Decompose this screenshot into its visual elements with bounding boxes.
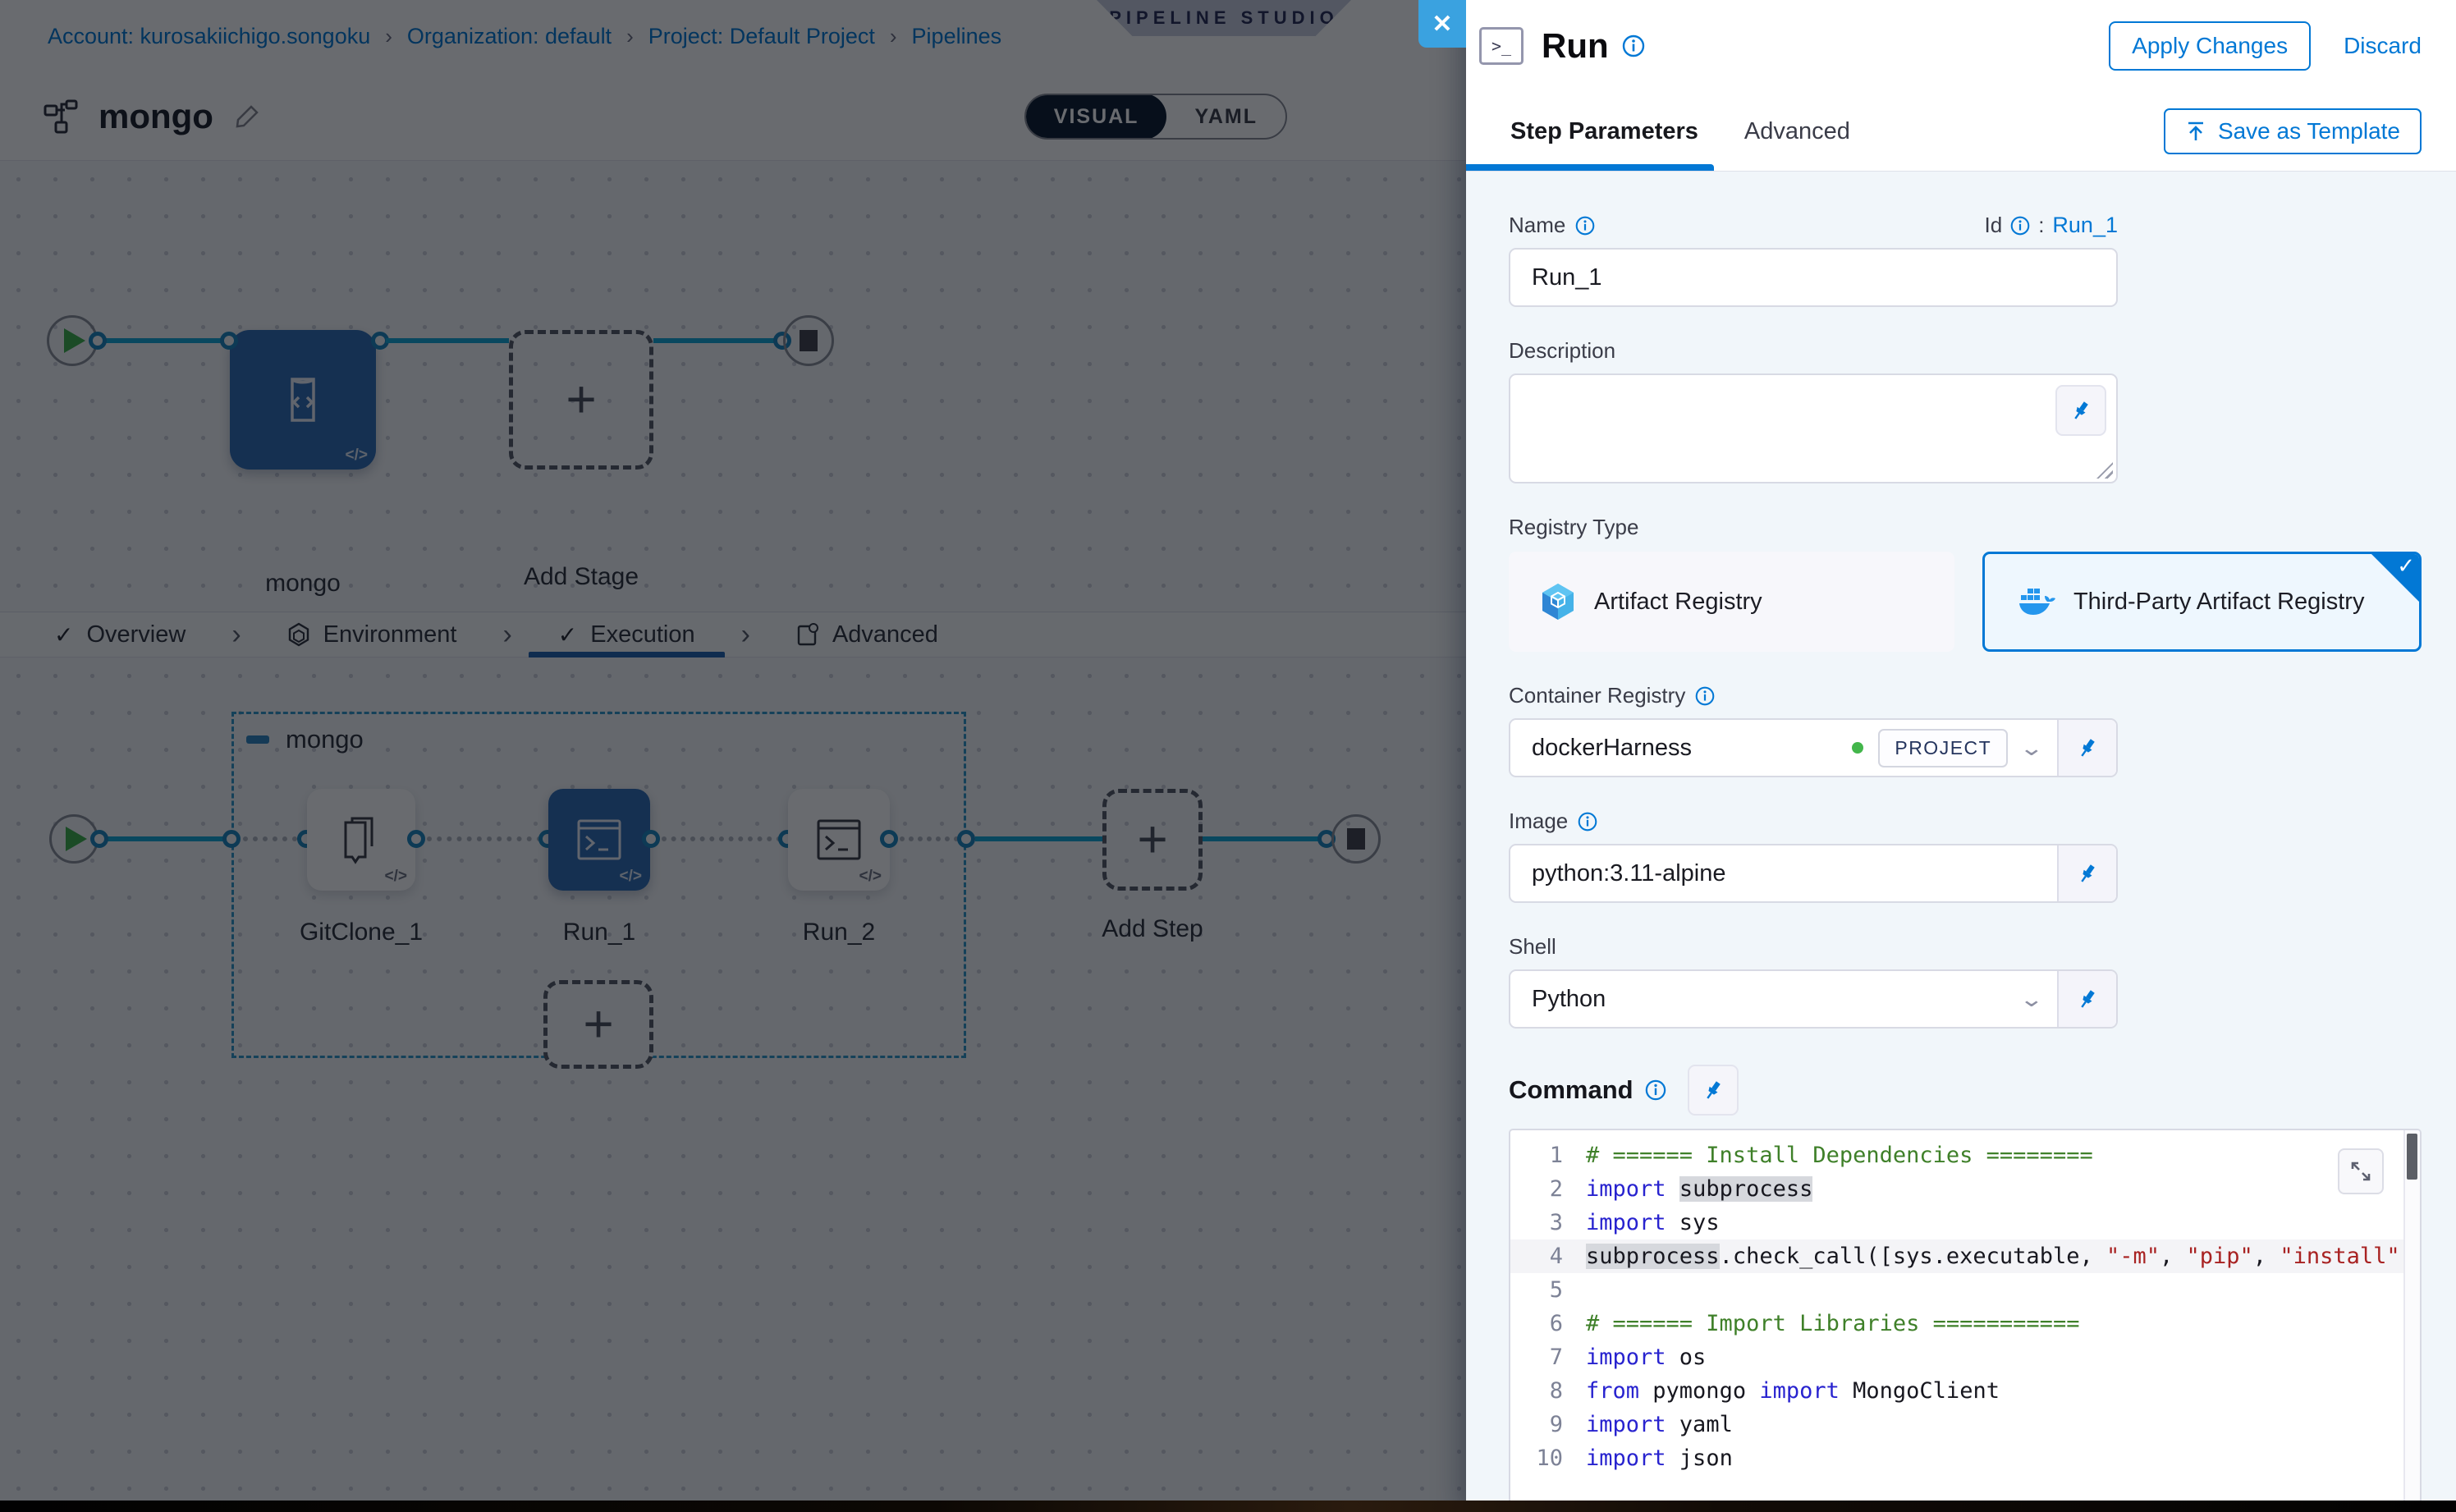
runtime-input-pin-button[interactable]	[2057, 971, 2116, 1027]
container-registry-value: dockerHarness	[1532, 735, 1837, 762]
code-text: import json	[1586, 1446, 2403, 1471]
description-field-wrap	[1509, 373, 2118, 483]
code-line[interactable]: 2import subprocess	[1510, 1172, 2403, 1206]
code-line[interactable]: 3import sys	[1510, 1206, 2403, 1239]
shell-value: Python	[1532, 986, 2008, 1013]
description-label: Description	[1509, 338, 2422, 364]
shell-field: Python ⌄	[1509, 969, 2118, 1029]
code-line[interactable]: 1# ====== Install Dependencies ========	[1510, 1139, 2403, 1172]
code-text: import subprocess	[1586, 1176, 2403, 1202]
line-number: 7	[1510, 1345, 1586, 1370]
registry-type-label: Registry Type	[1509, 515, 2422, 540]
line-number: 1	[1510, 1143, 1586, 1168]
runtime-input-pin-button[interactable]	[2057, 845, 2116, 901]
line-number: 8	[1510, 1378, 1586, 1404]
screen-bottom-edge	[0, 1501, 2456, 1512]
code-text: from pymongo import MongoClient	[1586, 1378, 2403, 1404]
line-number: 9	[1510, 1412, 1586, 1437]
info-icon[interactable]	[1622, 34, 1645, 57]
code-text: # ====== Install Dependencies ========	[1586, 1143, 2403, 1168]
command-label: Command	[1509, 1075, 1666, 1105]
connector-status-dot	[1852, 742, 1863, 754]
chevron-down-icon[interactable]: ⌄	[2019, 987, 2045, 1012]
chevron-down-icon[interactable]: ⌄	[2019, 735, 2045, 761]
image-input[interactable]: python:3.11-alpine	[1510, 845, 2057, 901]
info-icon[interactable]	[1645, 1079, 1666, 1101]
container-registry-field: dockerHarness PROJECT ⌄	[1509, 718, 2118, 777]
expand-editor-button[interactable]	[2338, 1148, 2384, 1194]
scrollbar-thumb[interactable]	[2407, 1134, 2417, 1180]
code-text: # ====== Import Libraries ===========	[1586, 1311, 2403, 1336]
artifact-registry-icon	[1540, 582, 1576, 621]
pin-icon	[2076, 862, 2099, 885]
image-label: Image	[1509, 809, 2422, 834]
code-lines[interactable]: 1# ====== Install Dependencies ========2…	[1510, 1139, 2403, 1503]
line-number: 10	[1510, 1446, 1586, 1471]
docker-icon	[2016, 585, 2055, 618]
line-number: 3	[1510, 1210, 1586, 1235]
code-line[interactable]: 10import json	[1510, 1441, 2403, 1475]
step-id: Id : Run_1	[1985, 213, 2119, 238]
shell-select[interactable]: Python ⌄	[1510, 971, 2057, 1027]
pin-icon	[1702, 1079, 1725, 1102]
line-number: 5	[1510, 1277, 1586, 1303]
step-id-value: Run_1	[2052, 213, 2118, 238]
info-icon[interactable]	[1575, 216, 1595, 236]
name-input[interactable]	[1509, 248, 2118, 307]
run-step-icon: >_	[1479, 27, 1524, 65]
close-drawer-button[interactable]: ✕	[1418, 0, 1466, 48]
description-input[interactable]	[1509, 373, 2118, 483]
registry-type-options: Artifact Registry Third-Party Artifact R…	[1509, 552, 2422, 652]
info-icon[interactable]	[2010, 216, 2030, 236]
editor-scrollbar[interactable]	[2403, 1130, 2420, 1503]
selected-check-badge: ✓	[2369, 552, 2422, 604]
image-value: python:3.11-alpine	[1532, 860, 2041, 887]
drawer-tab-bar: Step Parameters Advanced Save as Templat…	[1466, 92, 2456, 171]
name-label: Name	[1509, 213, 1595, 238]
line-number: 4	[1510, 1244, 1586, 1269]
discard-button[interactable]: Discard	[2344, 33, 2422, 59]
registry-option-artifact[interactable]: Artifact Registry	[1509, 552, 1954, 652]
command-code-editor[interactable]: 1# ====== Install Dependencies ========2…	[1509, 1129, 2422, 1505]
info-icon[interactable]	[1695, 686, 1715, 706]
step-config-drawer: >_ Run Apply Changes Discard Step Parame…	[1466, 0, 2456, 1512]
line-number: 6	[1510, 1311, 1586, 1336]
info-icon[interactable]	[1578, 812, 1597, 832]
image-field: python:3.11-alpine	[1509, 844, 2118, 903]
tab-step-parameters[interactable]: Step Parameters	[1510, 118, 1698, 145]
code-line[interactable]: 6# ====== Import Libraries ===========	[1510, 1307, 2403, 1340]
active-tab-underline	[1466, 164, 1714, 171]
pin-icon	[2076, 736, 2099, 759]
pin-icon	[2069, 399, 2092, 422]
code-line[interactable]: 4subprocess.check_call([sys.executable, …	[1510, 1239, 2403, 1273]
apply-changes-button[interactable]: Apply Changes	[2109, 21, 2311, 71]
code-text: import sys	[1586, 1210, 2403, 1235]
runtime-input-pin-button[interactable]	[2057, 720, 2116, 776]
scope-badge: PROJECT	[1878, 729, 2008, 767]
save-as-template-button[interactable]: Save as Template	[2164, 108, 2422, 154]
runtime-input-pin-button[interactable]	[2055, 385, 2106, 436]
modal-dim-overlay[interactable]	[0, 0, 1466, 1512]
drawer-title: Run	[1542, 26, 1609, 66]
line-number: 2	[1510, 1176, 1586, 1202]
container-registry-label: Container Registry	[1509, 683, 2422, 708]
step-parameters-form: Name Id : Run_1 Description Regi	[1466, 171, 2456, 1512]
container-registry-select[interactable]: dockerHarness PROJECT ⌄	[1510, 720, 2057, 776]
code-text: import os	[1586, 1345, 2403, 1370]
fullscreen-icon	[2350, 1161, 2371, 1182]
code-text: import yaml	[1586, 1412, 2403, 1437]
code-line[interactable]: 8from pymongo import MongoClient	[1510, 1374, 2403, 1408]
pin-icon	[2076, 987, 2099, 1010]
drawer-header: >_ Run Apply Changes Discard	[1466, 0, 2456, 92]
code-line[interactable]: 7import os	[1510, 1340, 2403, 1374]
registry-option-third-party[interactable]: Third-Party Artifact Registry ✓	[1982, 552, 2422, 652]
code-line[interactable]: 9import yaml	[1510, 1408, 2403, 1441]
runtime-input-pin-button[interactable]	[1688, 1065, 1739, 1116]
upload-icon	[2185, 120, 2206, 143]
code-text: subprocess.check_call([sys.executable, "…	[1586, 1244, 2403, 1269]
tab-advanced-panel[interactable]: Advanced	[1744, 118, 1850, 145]
shell-label: Shell	[1509, 934, 2422, 960]
code-line[interactable]: 5	[1510, 1273, 2403, 1307]
